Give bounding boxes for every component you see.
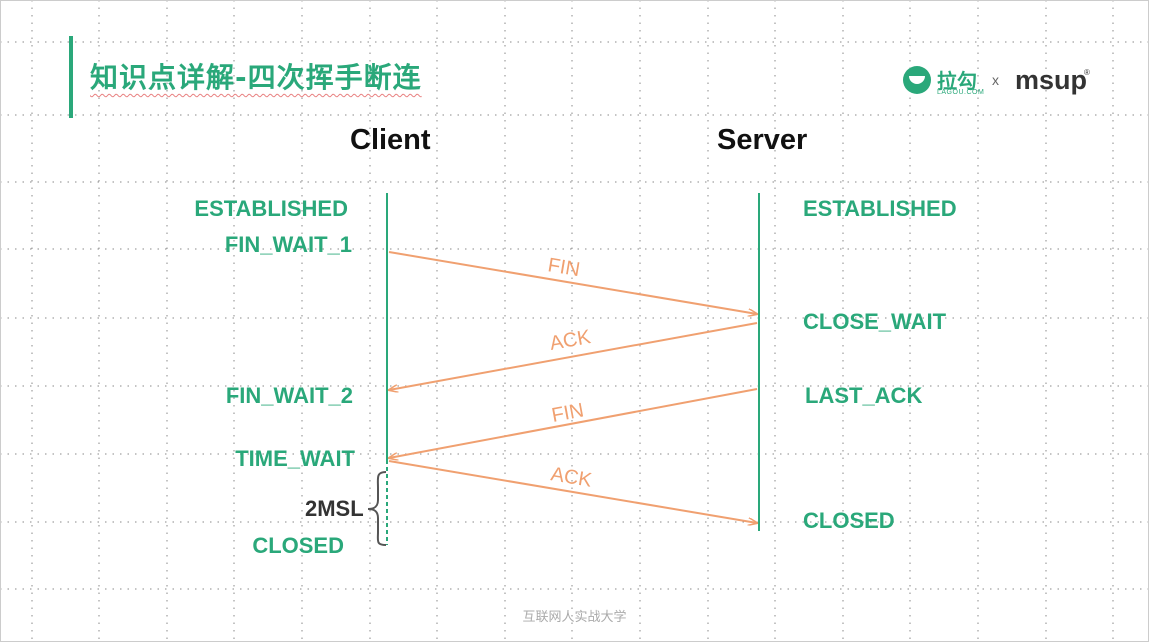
server-state-close-wait: CLOSE_WAIT — [803, 309, 947, 334]
client-state-fin-wait-2: FIN_WAIT_2 — [225, 383, 353, 408]
server-state-established: ESTABLISHED — [803, 196, 957, 221]
server-heading: Server — [717, 124, 808, 156]
msup-logo-text: msup — [1015, 65, 1088, 95]
footer-caption: 互联网人实战大学 — [522, 610, 627, 625]
logo-separator: x — [992, 72, 999, 88]
timer-brace — [367, 471, 387, 546]
ack-arrow-server-to-client — [389, 322, 758, 390]
ack-message-label-2: ACK — [549, 463, 594, 492]
fin-arrow-client-to-server — [388, 251, 757, 314]
lagou-logo-icon — [903, 66, 931, 94]
registered-mark: ® — [1084, 68, 1090, 77]
title-accent-bar — [69, 36, 73, 118]
client-state-established: ESTABLISHED — [194, 196, 348, 221]
server-state-closed: CLOSED — [803, 508, 895, 533]
lagou-logo-text: 拉勾 — [937, 69, 977, 93]
fin-message-label-1: FIN — [546, 254, 581, 281]
page-title: 知识点详解-四次挥手断连 — [90, 61, 422, 94]
client-state-time-wait: TIME_WAIT — [235, 446, 355, 471]
fin-arrow-server-to-client — [389, 388, 758, 458]
lagou-logo-subtext: LAGOU.COM — [937, 89, 985, 96]
client-state-fin-wait-1: FIN_WAIT_1 — [224, 232, 352, 257]
client-state-closed: CLOSED — [252, 533, 344, 558]
timer-label-2msl: 2MSL — [305, 496, 364, 521]
client-heading: Client — [350, 124, 431, 156]
ack-arrow-client-to-server — [388, 460, 757, 523]
ack-message-label-1: ACK — [548, 326, 593, 355]
server-state-last-ack: LAST_ACK — [805, 383, 923, 408]
